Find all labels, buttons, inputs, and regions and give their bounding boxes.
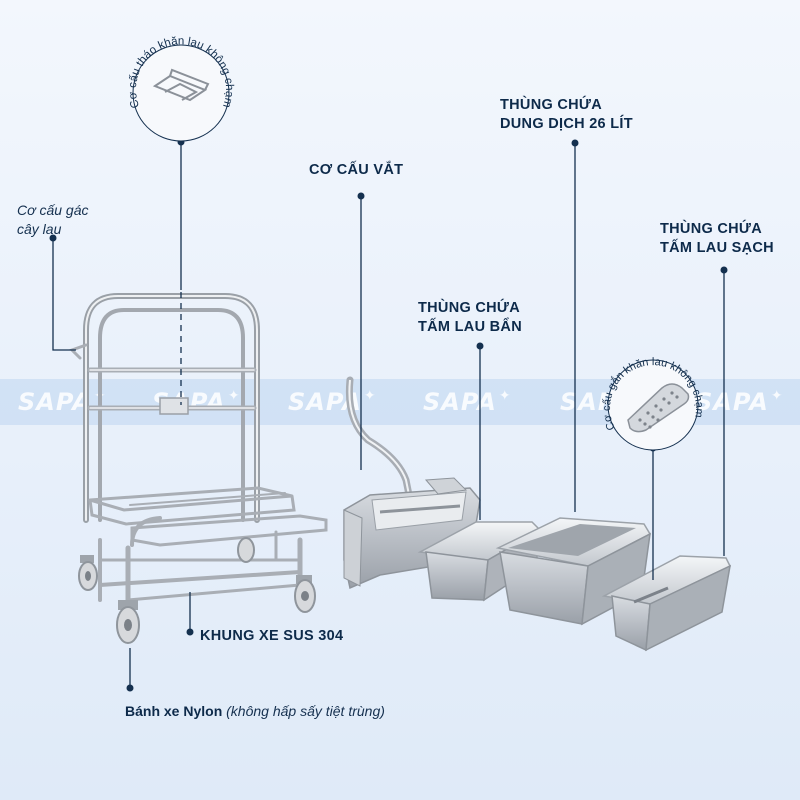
cart-wheel <box>294 575 316 613</box>
mop-holder-label: Cơ cấu gác cây lau <box>17 202 89 237</box>
dirty-pad-tank <box>417 521 542 602</box>
cart-wheel <box>116 600 140 644</box>
mop-attach-badge: Cơ cấu gắn khăn lau không chạm <box>601 356 705 451</box>
solution-tank <box>495 517 652 626</box>
wringer-label: CƠ CẤU VẮT <box>309 162 404 178</box>
clean-pad-tank <box>601 555 732 652</box>
mop-detach-badge: Cơ cấu tháo khăn lau không chạm <box>127 35 235 142</box>
mop-bracket-icon <box>152 68 210 102</box>
watermark-logo: SAPA✦ <box>423 388 512 416</box>
cart-frame <box>69 293 328 608</box>
wheel-label-bold: Bánh xe Nylon <box>125 703 223 719</box>
wheel-label-note: (không hấp sấy tiệt trùng) <box>226 703 385 719</box>
mop-pad-icon <box>627 383 690 433</box>
frame-label: KHUNG XE SUS 304 <box>200 628 344 644</box>
callout-lines <box>52 142 725 688</box>
wheel-label: Bánh xe Nylon (không hấp sấy tiệt trùng) <box>125 703 385 719</box>
solution-tank-label: THÙNG CHỨA DUNG DỊCH 26 LÍT <box>500 97 633 132</box>
watermark-logo: SAPA✦ <box>695 388 784 416</box>
dirty-pad-tank-label: THÙNG CHỨA TẤM LAU BẨN <box>418 300 522 335</box>
cart-wheel <box>237 537 255 563</box>
clean-pad-tank-label: THÙNG CHỨA TẤM LAU SẠCH <box>660 221 774 256</box>
cart-wheel <box>78 555 98 591</box>
